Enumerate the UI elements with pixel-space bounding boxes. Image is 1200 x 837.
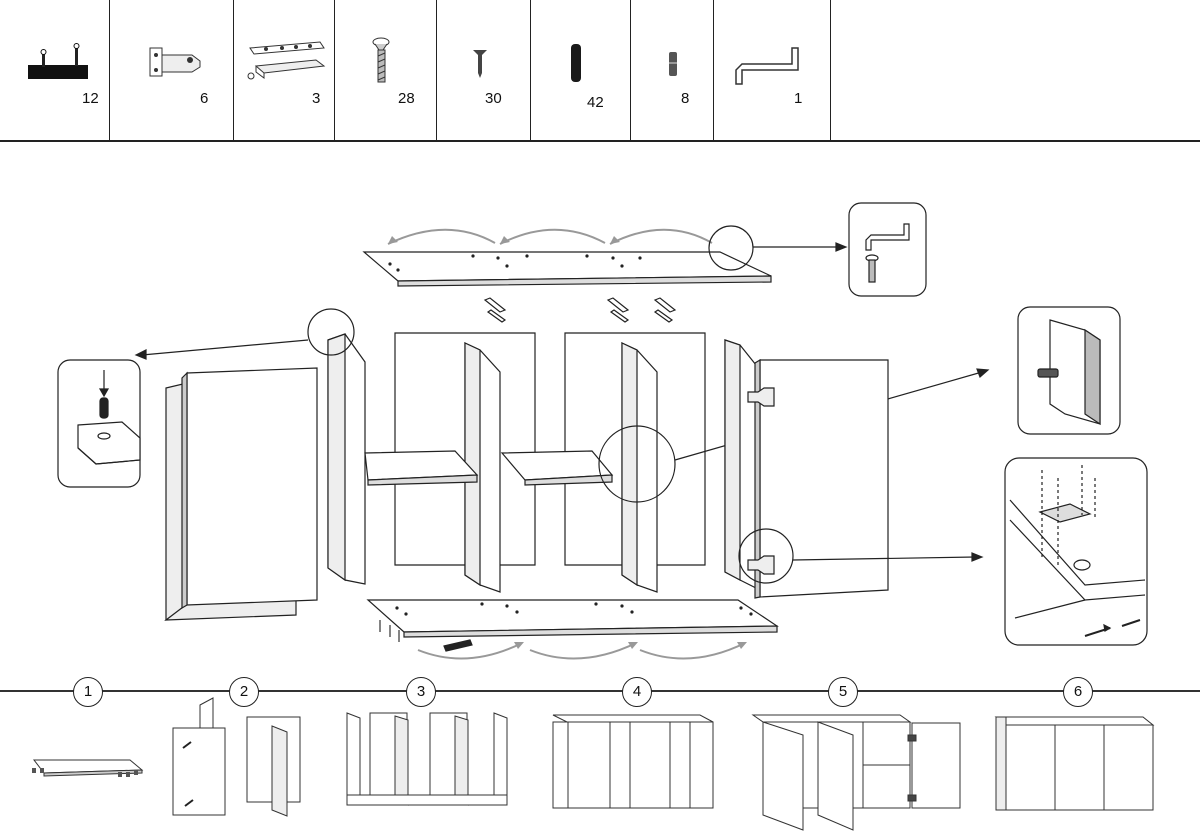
step-4-badge: 4 — [622, 677, 652, 707]
part-screw-large: 28 — [335, 0, 437, 140]
part-wooden-dowel: 42 — [531, 0, 631, 140]
dowel-hole-dots — [388, 254, 642, 272]
step-3-illustration — [346, 712, 508, 806]
part-qty: 3 — [312, 90, 321, 107]
allen-key-icon — [735, 47, 799, 85]
detail-dowel-box — [57, 359, 141, 488]
part-qty: 6 — [200, 90, 209, 107]
header-divider — [0, 140, 1200, 142]
step-6-badge: 6 — [1063, 677, 1093, 707]
wooden-dowel-icon — [571, 44, 581, 82]
part-screw-small: 30 — [437, 0, 531, 140]
part-qty: 30 — [485, 90, 502, 107]
detail-allen-key-box — [848, 202, 927, 297]
part-qty: 1 — [794, 90, 803, 107]
screw-small-icon — [473, 50, 487, 78]
part-qty: 28 — [398, 90, 415, 107]
part-qty: 12 — [82, 90, 99, 107]
step-3-badge: 3 — [406, 677, 436, 707]
part-dowel-strip: 12 — [0, 0, 110, 140]
step-5-illustration — [751, 714, 961, 831]
step-6-illustration — [994, 716, 1155, 811]
steps-timeline — [0, 690, 1200, 692]
part-allen-key: 1 — [714, 0, 831, 140]
hinge-icon — [149, 47, 201, 77]
part-connector-rail: 3 — [234, 0, 335, 140]
detail-pin-box — [1017, 306, 1121, 435]
step-2-badge: 2 — [229, 677, 259, 707]
detail-hinge-box — [1004, 457, 1148, 646]
step-1-illustration — [32, 759, 144, 777]
part-qty: 8 — [681, 90, 690, 107]
step-5-badge: 5 — [828, 677, 858, 707]
step-4-illustration — [552, 714, 714, 809]
step-1-badge: 1 — [73, 677, 103, 707]
connector-rails — [483, 297, 677, 323]
step-illustrations — [32, 697, 1155, 831]
parts-list: 12 6 3 28 — [0, 0, 1200, 142]
assembly-diagram — [57, 202, 1148, 660]
left-door-panel — [186, 367, 318, 606]
step-2-illustration — [172, 697, 301, 817]
screw-large-icon — [372, 37, 390, 83]
right-door-panel — [759, 359, 889, 598]
short-pin-icon — [669, 52, 677, 76]
dowel-strip-icon — [28, 43, 88, 79]
part-short-pin: 8 — [631, 0, 714, 140]
part-hinge: 6 — [110, 0, 234, 140]
connector-rail-icon — [247, 41, 326, 80]
part-qty: 42 — [587, 94, 604, 111]
